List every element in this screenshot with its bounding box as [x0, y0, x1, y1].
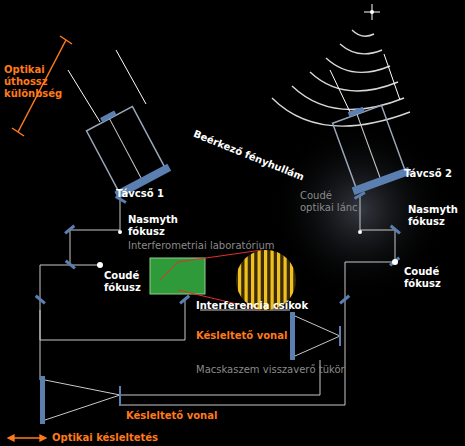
delay-line-right — [290, 312, 340, 360]
fringes-label: Interferencia csíkok — [196, 300, 326, 312]
coude-train-label: Coudé optikai lánc — [300, 190, 360, 214]
focus-label: Nasmyth fókusz — [128, 214, 188, 238]
delay-line-label: Késleltető vonal — [196, 330, 288, 342]
focus-label: Nasmyth fókusz — [408, 204, 462, 228]
focus-label: Coudé fókusz — [404, 266, 454, 290]
wavefronts — [272, 30, 410, 126]
detector-screen — [150, 258, 205, 294]
cats-eye-label: Macskaszem visszaverő tükör — [196, 364, 366, 376]
nasmyth-focus-1 — [118, 230, 122, 234]
path-difference-label: Optikai úthossz különbség — [4, 64, 76, 100]
lab-label: Interferometriai laboratórium — [128, 240, 288, 252]
coude-focus-1 — [97, 262, 103, 268]
light-rays — [68, 50, 400, 122]
optical-delay-label: Optikai késleltetés — [52, 432, 192, 444]
telescope-label: Távcső 1 — [116, 188, 176, 200]
delay-line-label: Késleltető vonal — [126, 410, 236, 422]
focus-label: Coudé fókusz — [104, 270, 148, 294]
coude-beam-paths — [40, 196, 395, 405]
delay-arrows — [8, 435, 46, 441]
delay-line-left — [40, 376, 120, 424]
star — [364, 4, 380, 20]
telescope-2 — [327, 99, 411, 195]
nasmyth-focus-2 — [358, 230, 362, 234]
telescope-1 — [81, 100, 172, 199]
coude-focus-2 — [392, 259, 398, 265]
telescope-label: Távcső 2 — [404, 168, 462, 180]
